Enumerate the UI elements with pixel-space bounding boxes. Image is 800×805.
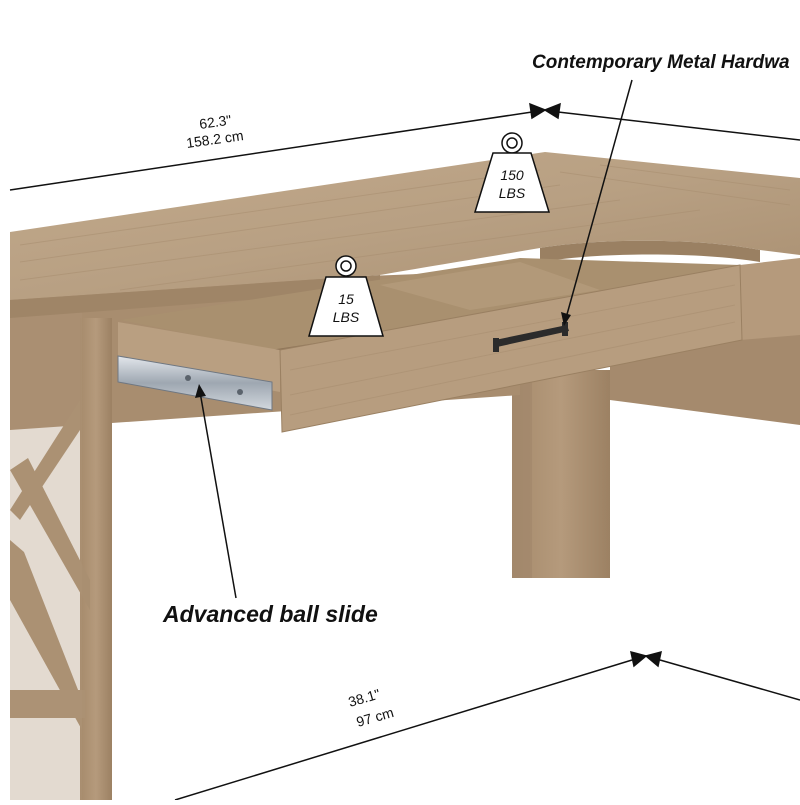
weight-desktop-value: 150 xyxy=(500,167,524,183)
width-dimension-line xyxy=(9,102,800,191)
weight-icon-desktop xyxy=(473,132,551,213)
x-brace xyxy=(10,400,90,730)
width-inches: 62.3" xyxy=(198,112,232,132)
weight-icon-drawer xyxy=(308,255,384,337)
left-end-panel xyxy=(10,305,82,800)
drawer-handle[interactable] xyxy=(493,322,569,352)
hardware-pointer xyxy=(561,79,633,326)
ball-slide-callout: Advanced ball slide xyxy=(163,601,378,627)
depth-dimension-line xyxy=(174,650,800,801)
slide-pointer xyxy=(195,384,237,599)
drawer-front xyxy=(279,264,743,433)
depth-inches: 38.1" xyxy=(346,686,381,710)
weight-drawer-value: 15 xyxy=(338,291,354,307)
left-leg xyxy=(80,318,112,800)
width-cm: 158.2 cm xyxy=(185,127,244,151)
desk-top-edge xyxy=(10,275,380,318)
drawer-side xyxy=(118,322,280,392)
depth-cm: 97 cm xyxy=(354,704,395,730)
weight-drawer-unit: LBS xyxy=(333,309,360,325)
ball-slide-rail[interactable] xyxy=(117,355,273,411)
weight-desktop-unit: LBS xyxy=(499,185,526,201)
hardware-callout: Contemporary Metal Hardwa xyxy=(532,52,790,73)
drawer-interior xyxy=(120,258,740,350)
right-return-edge xyxy=(740,258,800,340)
